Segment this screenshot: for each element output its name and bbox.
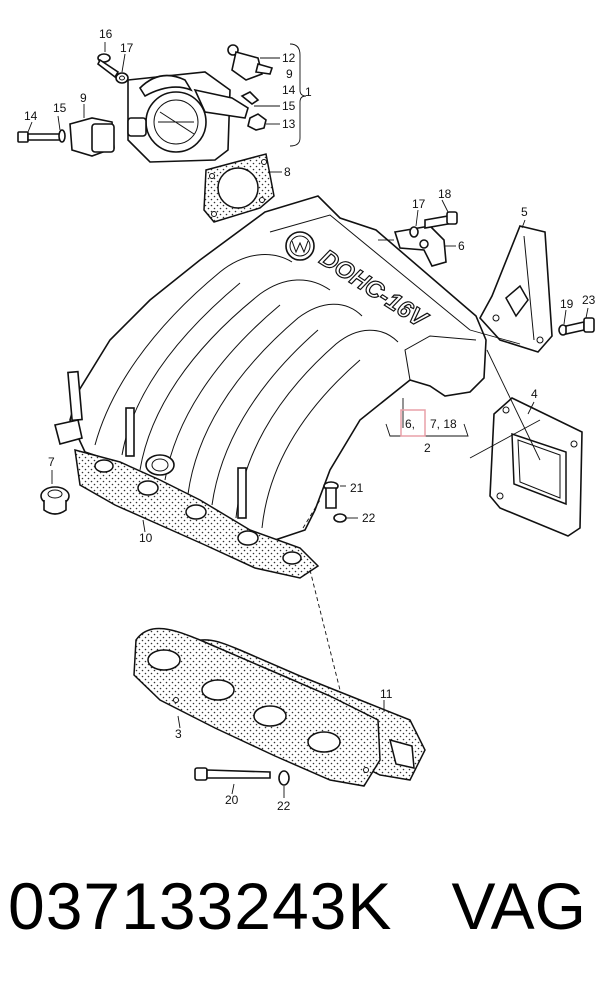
- bolt-14-left: [17, 129, 66, 143]
- plug-7: [40, 486, 70, 515]
- callout-13: 13: [282, 117, 296, 131]
- throttle-sensor: [69, 117, 115, 157]
- callout-labels: 16 17 9 15 14 12 9 14 15 13 1 8 17 18 6 …: [24, 27, 596, 813]
- callout-14-group: 14: [282, 83, 296, 97]
- callout-11: 11: [380, 687, 393, 701]
- callout-19: 19: [560, 297, 574, 311]
- callout-18-bracket: 18: [438, 187, 452, 201]
- callout-15-left: 15: [53, 101, 67, 115]
- callout-9: 9: [80, 91, 87, 105]
- screw-23: [558, 317, 595, 336]
- lower-gasket-3: [133, 627, 381, 787]
- callout-21: 21: [350, 481, 364, 495]
- leader-lines: [27, 42, 589, 798]
- callout-5: 5: [521, 205, 528, 219]
- highlight-box: [400, 409, 426, 437]
- callout-17-top: 17: [120, 41, 134, 55]
- callout-1: 1: [305, 85, 312, 99]
- throttle-gasket-8: [203, 153, 275, 223]
- callout-group-7-18: 7, 18: [430, 417, 457, 431]
- callout-9-group: 9: [286, 67, 293, 81]
- bracket-5: [479, 225, 553, 353]
- callout-2: 2: [424, 441, 431, 455]
- manifold-flange-gasket-10: [74, 448, 320, 579]
- callout-16: 16: [99, 27, 113, 41]
- callout-group-6: 6,: [405, 417, 415, 431]
- bolt-21: [323, 481, 347, 523]
- bracket-6: [393, 211, 458, 267]
- callout-15-group: 15: [282, 99, 296, 113]
- callout-7: 7: [48, 455, 55, 469]
- exploded-parts-diagram: DOHC-16V: [17, 27, 596, 813]
- callout-8: 8: [284, 165, 291, 179]
- idle-valve-12: [227, 44, 274, 131]
- callout-12: 12: [282, 51, 296, 65]
- screw-16: [96, 53, 129, 84]
- callout-23: 23: [582, 293, 596, 307]
- callout-4: 4: [531, 387, 538, 401]
- part-number: 037133243K: [8, 869, 393, 943]
- callout-22: 22: [362, 511, 376, 525]
- footer: 037133243K VAG: [0, 868, 600, 978]
- callout-20: 20: [225, 793, 239, 807]
- long-bolt-20: [194, 767, 290, 786]
- plate-4: [489, 397, 583, 537]
- callout-3: 3: [175, 727, 182, 741]
- callout-14-left: 14: [24, 109, 38, 123]
- brand-name: VAG: [451, 869, 586, 943]
- callout-10: 10: [139, 531, 153, 545]
- callout-22-bottom: 22: [277, 799, 291, 813]
- callout-17-bracket: 17: [412, 197, 426, 211]
- throttle-body-assembly: [127, 71, 249, 163]
- callout-6: 6: [458, 239, 465, 253]
